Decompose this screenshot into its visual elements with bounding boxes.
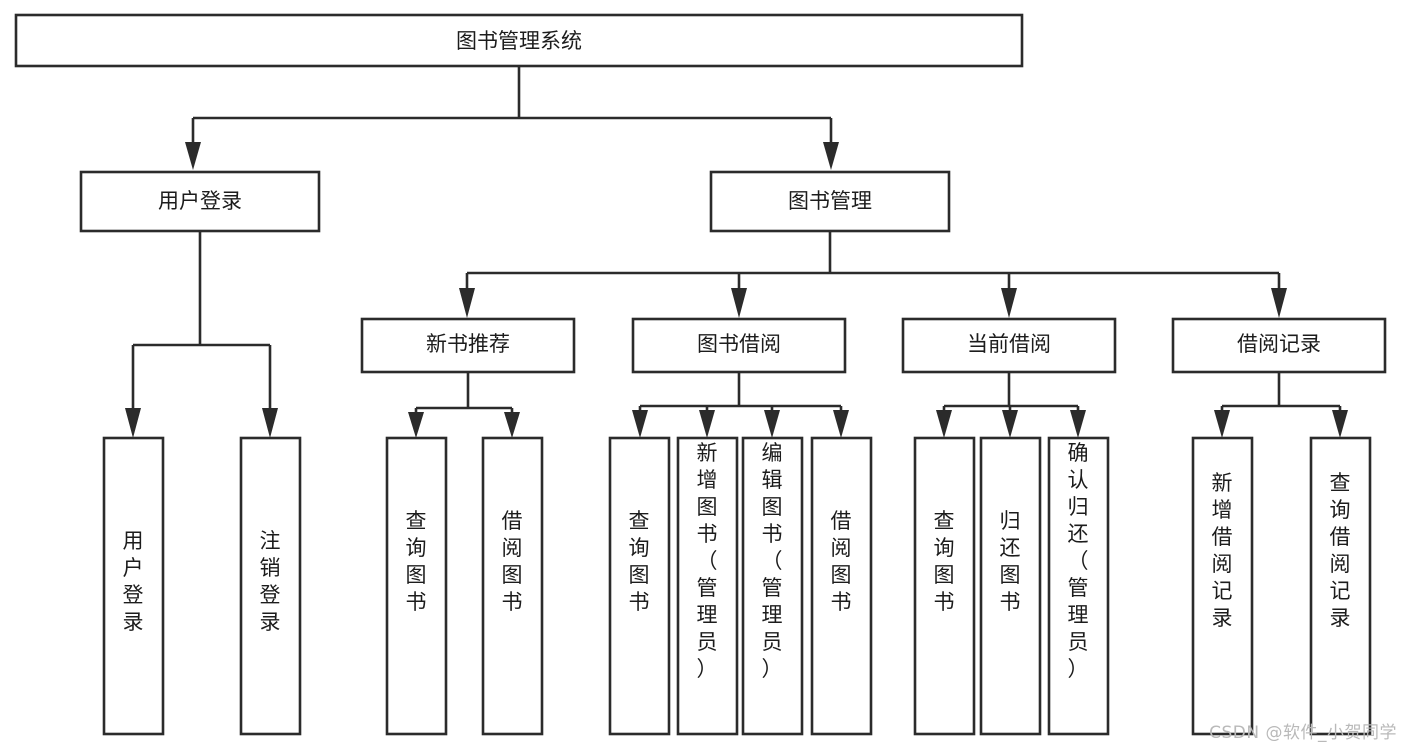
connector-current-borrow-children: [936, 372, 1086, 438]
leaf-current-borrow-1-label: 归还图书: [1000, 509, 1021, 614]
leaf-book-borrow-2-label: 编辑图书（管理员）: [762, 441, 783, 681]
connector-user-login-children: [125, 231, 278, 438]
leaf-current-borrow-0: 查询图书: [913, 436, 976, 736]
node-user-login: 用户登录: [79, 170, 321, 233]
node-book-borrow-label: 图书借阅: [697, 332, 781, 356]
node-current-borrow: 当前借阅: [901, 317, 1117, 374]
leaf-borrow-record-1-label: 查询借阅记录: [1330, 471, 1351, 630]
connector-book-management-children: [459, 231, 1287, 318]
node-book-management-label: 图书管理: [788, 189, 872, 213]
leaf-current-borrow-0-label: 查询图书: [934, 509, 955, 614]
leaf-borrow-record-1: 查询借阅记录: [1309, 436, 1372, 736]
node-borrow-record-label: 借阅记录: [1237, 332, 1321, 356]
leaf-book-borrow-0-label: 查询图书: [629, 509, 650, 614]
node-book-borrow: 图书借阅: [631, 317, 847, 374]
connector-borrow-record-children: [1214, 372, 1348, 438]
leaf-book-borrow-1-label: 新增图书（管理员）: [697, 441, 718, 681]
leaf-new-book-recommend-1-label: 借阅图书: [502, 509, 523, 614]
leaf-current-borrow-2-label: 确认归还（管理员）: [1068, 441, 1089, 681]
leaf-book-borrow-0: 查询图书: [608, 436, 671, 736]
connector-new-book-recommend-children: [408, 372, 520, 438]
leaf-user-login-0: 用户登录: [102, 436, 165, 736]
connector-root-bus: [185, 66, 839, 170]
node-new-book-recommend-label: 新书推荐: [426, 332, 510, 356]
leaf-new-book-recommend-1: 借阅图书: [481, 436, 544, 736]
leaf-new-book-recommend-0: 查询图书: [385, 436, 448, 736]
leaf-book-borrow-2: 编辑图书（管理员）: [741, 436, 804, 736]
leaf-book-borrow-3-label: 借阅图书: [831, 509, 852, 614]
leaf-new-book-recommend-0-label: 查询图书: [406, 509, 427, 614]
leaf-current-borrow-1: 归还图书: [979, 436, 1042, 736]
leaf-user-login-0-label: 用户登录: [123, 529, 144, 634]
node-user-login-label: 用户登录: [158, 189, 242, 213]
connector-book-borrow-children: [632, 372, 849, 438]
leaf-book-borrow-1: 新增图书（管理员）: [676, 436, 739, 736]
leaf-user-login-1: 注销登录: [239, 436, 302, 736]
node-root: 图书管理系统: [14, 13, 1024, 68]
node-borrow-record: 借阅记录: [1171, 317, 1387, 374]
node-new-book-recommend: 新书推荐: [360, 317, 576, 374]
leaf-borrow-record-0-label: 新增借阅记录: [1212, 471, 1233, 630]
node-root-label: 图书管理系统: [456, 29, 582, 53]
leaf-book-borrow-3: 借阅图书: [810, 436, 873, 736]
node-book-management: 图书管理: [709, 170, 951, 233]
node-current-borrow-label: 当前借阅: [967, 332, 1051, 356]
leaf-user-login-1-label: 注销登录: [260, 529, 281, 634]
leaf-borrow-record-0: 新增借阅记录: [1191, 436, 1254, 736]
leaf-current-borrow-2: 确认归还（管理员）: [1047, 436, 1110, 736]
